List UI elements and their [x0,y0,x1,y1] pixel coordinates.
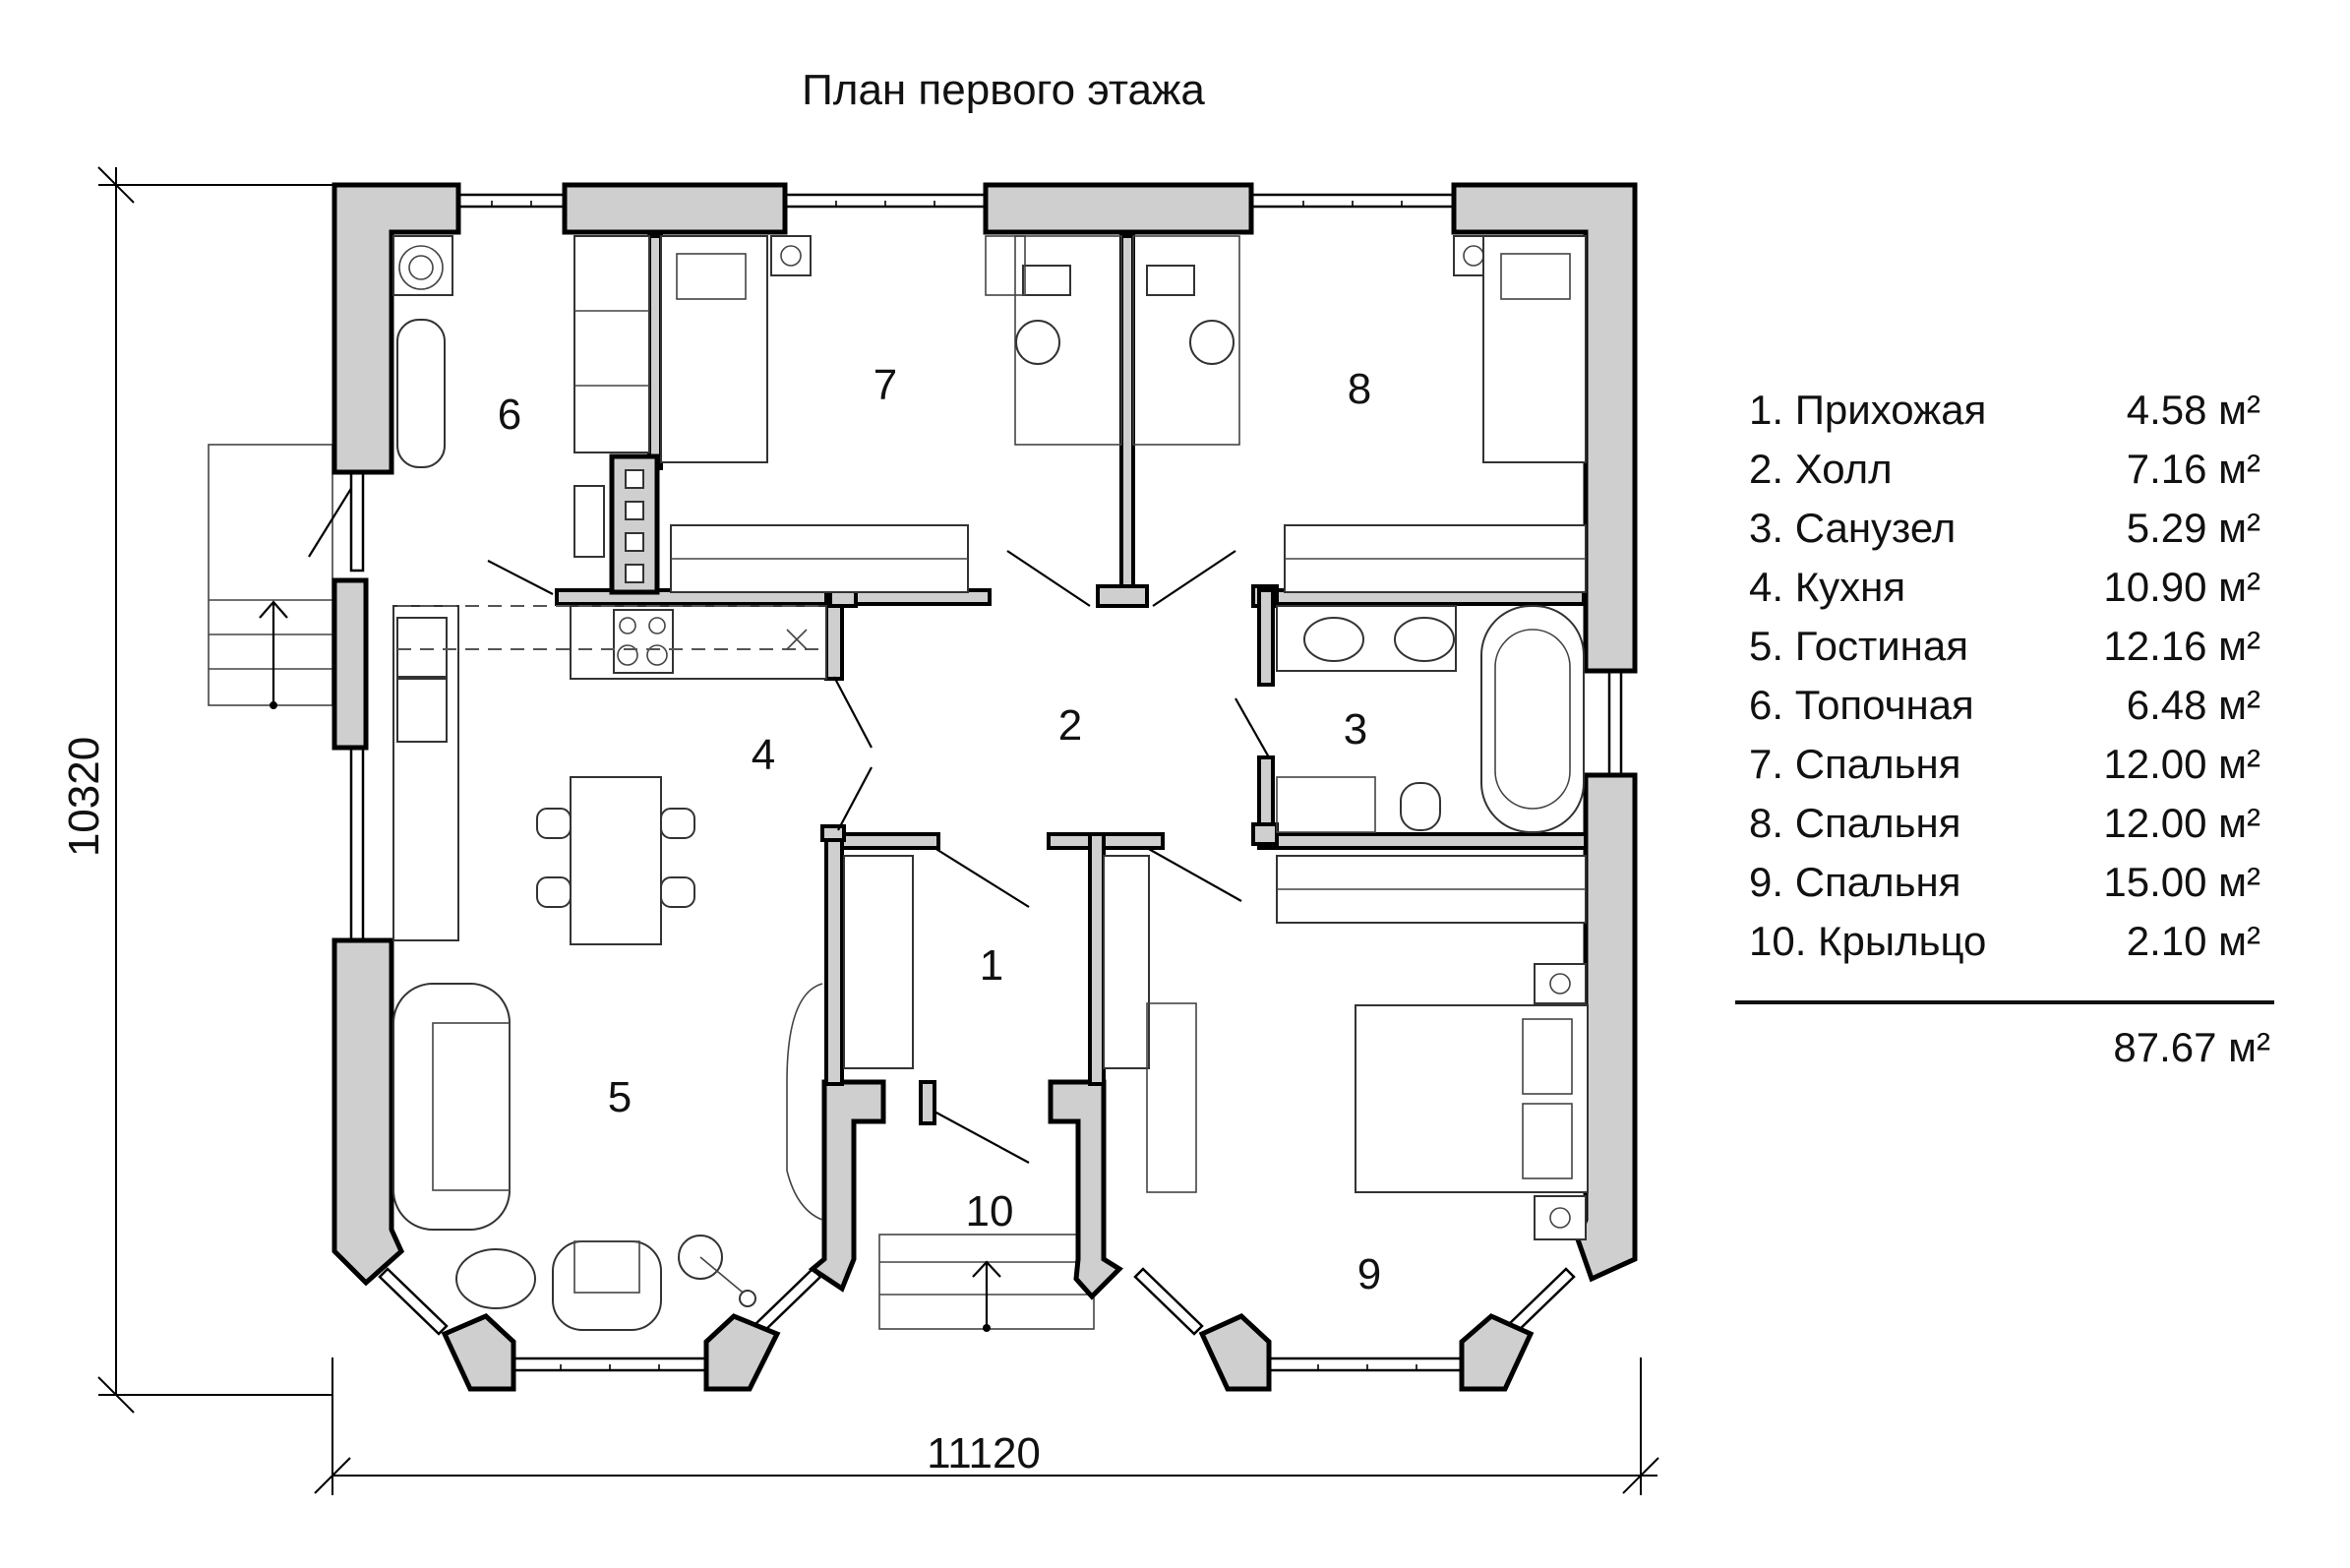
legend-room-name: 10. Крыльцо [1749,918,1987,964]
legend-total-area: 87.67 м² [2113,1024,2270,1070]
legend-room-name: 4. Кухня [1749,564,1906,610]
legend-row: 3. Санузел 5.29 м² [1749,502,2260,555]
legend-room-name: 6. Топочная [1749,682,1974,728]
legend-row: 1. Прихожая 4.58 м² [1749,384,2260,437]
porch-stairs [878,1234,1095,1332]
legend-row: 10. Крыльцо 2.10 м² [1749,915,2260,968]
legend-row: 7. Спальня 12.00 м² [1749,738,2260,791]
side-stairs [208,444,361,709]
legend-room-name: 8. Спальня [1749,800,1961,846]
legend-row: 8. Спальня 12.00 м² [1749,797,2260,850]
legend-room-name: 3. Санузел [1749,505,1957,551]
room-number-4: 4 [752,731,775,779]
room-number-5: 5 [608,1073,632,1121]
legend-room-name: 7. Спальня [1749,741,1961,787]
legend-room-area: 2.10 м² [2126,918,2260,964]
room-number-3: 3 [1344,705,1367,754]
legend-room-area: 12.00 м² [2103,741,2260,787]
room-number-9: 9 [1357,1250,1381,1298]
interior-walls [555,234,1588,1125]
legend-row: 5. Гостиная 12.16 м² [1749,620,2260,673]
legend-row: 9. Спальня 15.00 м² [1749,856,2260,909]
room-number-6: 6 [498,391,521,439]
dimension-vertical: 10320 [60,166,332,1414]
exterior-walls [331,182,1638,1392]
room-number-8: 8 [1348,365,1371,413]
furniture [392,235,1589,1331]
plan-title: План первого этажа [802,66,1205,114]
legend-room-name: 1. Прихожая [1749,387,1987,433]
windows [349,193,1623,1372]
legend-room-area: 10.90 м² [2103,564,2260,610]
room-number-1: 1 [980,941,1003,990]
dimension-horizontal: 11120 [314,1357,1659,1495]
legend-room-name: 2. Холл [1749,446,1893,492]
room-number-2: 2 [1058,701,1082,750]
legend-room-area: 15.00 м² [2103,859,2260,905]
legend-room-area: 7.16 м² [2126,446,2260,492]
legend-row: 4. Кухня 10.90 м² [1749,561,2260,614]
room-number-10: 10 [966,1187,1014,1236]
legend-room-name: 5. Гостиная [1749,623,1968,669]
doors [487,550,1270,1164]
legend-room-area: 6.48 м² [2126,682,2260,728]
legend-room-area: 12.00 м² [2103,800,2260,846]
legend-row: 6. Топочная 6.48 м² [1749,679,2260,732]
legend-room-name: 9. Спальня [1749,859,1961,905]
legend-room-area: 12.16 м² [2103,623,2260,669]
dimension-width-label: 11120 [927,1429,1041,1478]
legend-room-area: 5.29 м² [2126,505,2260,551]
legend-room-area: 4.58 м² [2126,387,2260,433]
room-numbers: 1 2 3 4 5 6 7 8 9 10 [498,361,1381,1298]
legend-divider [1735,1000,2274,1004]
room-number-7: 7 [874,361,897,409]
dimension-height-label: 10320 [60,737,108,857]
legend-row: 2. Холл 7.16 м² [1749,443,2260,496]
